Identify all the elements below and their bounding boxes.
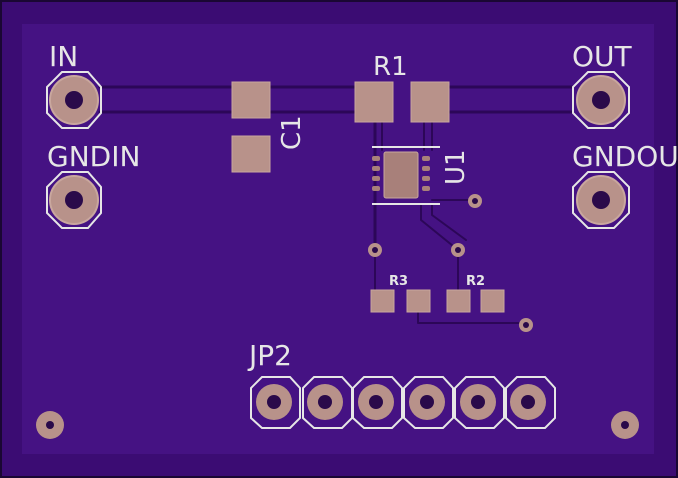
label-out: OUT: [572, 40, 633, 73]
via-3: [451, 243, 465, 257]
r2-pad-1: [446, 289, 471, 313]
label-gndout: GNDOU: [572, 140, 678, 173]
via-2: [368, 243, 382, 257]
label-r2: R2: [466, 274, 485, 289]
vias: [368, 194, 533, 332]
r1-pad-1: [354, 81, 394, 123]
u1-pins-left: [372, 156, 380, 191]
jp2-pin-4: [409, 384, 445, 420]
label-u1: U1: [441, 149, 471, 185]
r3-pad-2: [406, 289, 431, 313]
u1-pins-right: [422, 156, 430, 191]
jp2-pin-1: [256, 384, 292, 420]
mounting-hole-left: [36, 411, 64, 439]
label-gndin: GNDIN: [47, 140, 140, 173]
label-jp2: JP2: [247, 339, 292, 372]
r1-pad-2: [410, 81, 450, 123]
pad-gndout: [572, 171, 630, 229]
r2-pad-2: [480, 289, 505, 313]
jp2-pin-5: [460, 384, 496, 420]
trace-u1-r2-b: [431, 204, 467, 241]
jp2-pin-3: [358, 384, 394, 420]
label-r3: R3: [389, 274, 408, 289]
via-4: [519, 318, 533, 332]
u1-chip: [372, 146, 440, 205]
mounting-hole-right: [611, 411, 639, 439]
c1-pad-1: [231, 81, 271, 119]
r3-pad-1: [370, 289, 395, 313]
trace-u1-r2: [420, 204, 459, 251]
pad-out: [572, 71, 630, 129]
pad-in: [46, 71, 102, 129]
pad-gndin: [46, 171, 102, 229]
c1-pad-2: [231, 135, 271, 173]
via-1: [468, 194, 482, 208]
jp2-pin-6: [510, 384, 546, 420]
label-r1: R1: [373, 52, 408, 82]
jp2-header: [250, 376, 556, 429]
label-in: IN: [49, 40, 78, 73]
jp2-pin-2: [307, 384, 343, 420]
label-c1: C1: [277, 115, 307, 150]
u1-thermal-pad: [383, 151, 419, 199]
